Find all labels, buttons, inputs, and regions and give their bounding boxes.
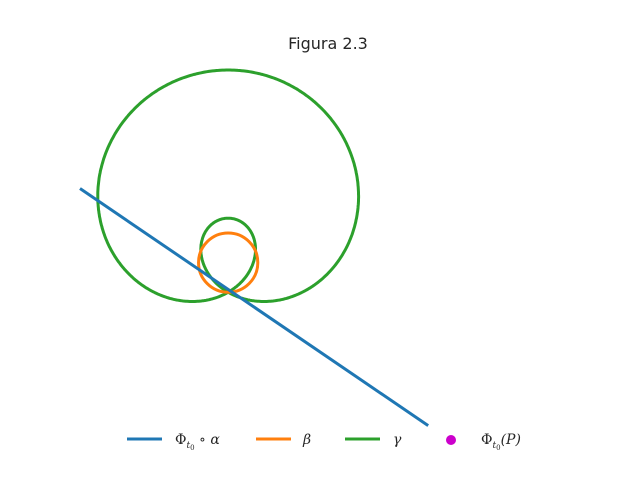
legend: Φt0 ∘ α β γ Φt0(P) bbox=[127, 432, 521, 452]
chart-title: Figura 2.3 bbox=[288, 34, 368, 53]
legend-label-beta: β bbox=[302, 432, 311, 448]
legend-label-point: Φt0(P) bbox=[481, 432, 521, 452]
plot-area bbox=[79, 68, 430, 427]
series-gamma bbox=[96, 68, 361, 303]
series-beta bbox=[197, 231, 260, 294]
series-phi-alpha bbox=[79, 187, 430, 427]
legend-label-phi-alpha: Φt0 ∘ α bbox=[175, 432, 220, 452]
legend-marker-point bbox=[446, 435, 456, 445]
legend-label-gamma: γ bbox=[393, 432, 402, 448]
